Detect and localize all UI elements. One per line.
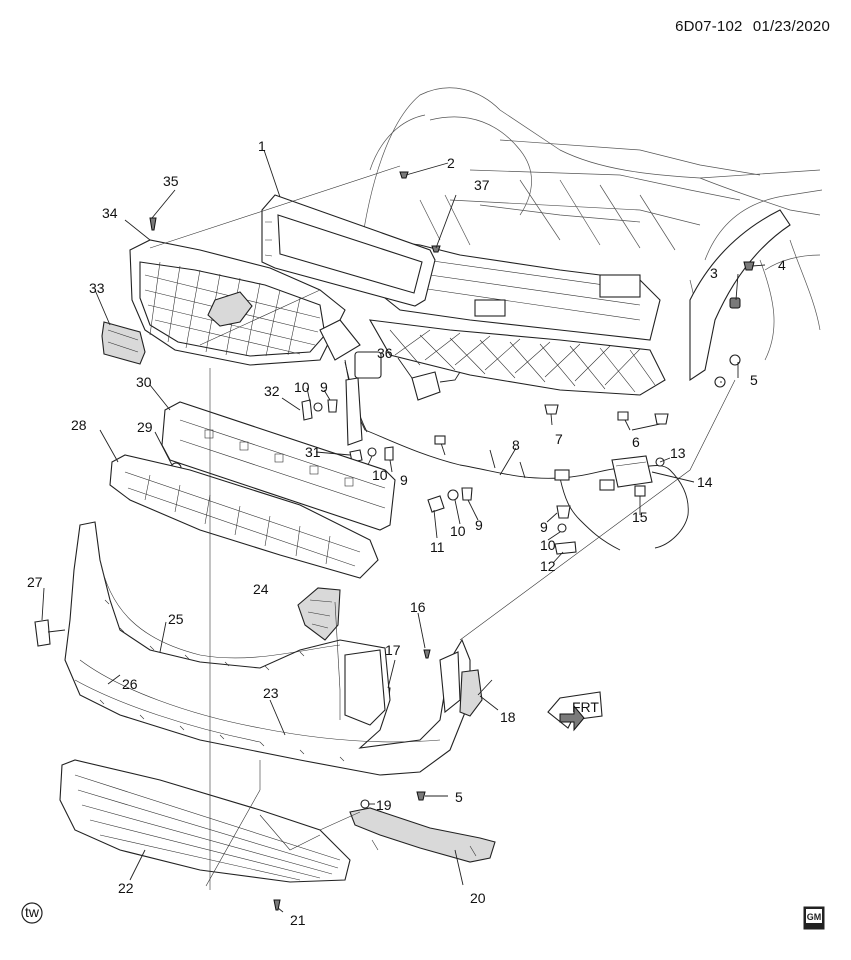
callout: 13 <box>670 445 686 461</box>
part-fog-lamp-bezel <box>297 587 341 641</box>
gm-logo-text: GM <box>807 912 822 922</box>
part-upper-grille-bracket <box>261 194 436 307</box>
callout: 23 <box>263 685 279 701</box>
part-radiator-grille <box>129 239 361 366</box>
part-wiring-harness <box>344 359 689 551</box>
callout: 16 <box>410 599 426 615</box>
callout: 35 <box>163 173 179 189</box>
part-control-module <box>611 455 653 488</box>
callout: 6 <box>632 434 640 450</box>
leader-lines <box>41 149 766 913</box>
callout: 9 <box>320 379 328 395</box>
callout: 9 <box>540 519 548 535</box>
callout: 14 <box>697 474 713 490</box>
callout: 24 <box>253 581 269 597</box>
diagram-code: 6D07-102 <box>675 18 743 35</box>
callout: 5 <box>455 789 463 805</box>
part-side-deflector <box>459 669 483 717</box>
callout: 27 <box>27 574 43 590</box>
callout: 18 <box>500 709 516 725</box>
callout: 15 <box>632 509 648 525</box>
tw-badge-text: tw <box>25 904 40 920</box>
callout: 28 <box>71 417 87 433</box>
callout: 37 <box>474 177 490 193</box>
callout: 2 <box>447 155 455 171</box>
callout: 10 <box>540 537 556 553</box>
direction-label: FRT <box>572 699 599 715</box>
callout: 5 <box>750 372 758 388</box>
callout: 17 <box>385 642 401 658</box>
callout: 30 <box>136 374 152 390</box>
callout: 21 <box>290 912 306 928</box>
front-direction-arrow: FRT <box>547 691 603 732</box>
part-emblem <box>101 321 146 365</box>
callout: 34 <box>102 205 118 221</box>
callout: 29 <box>137 419 153 435</box>
callout: 32 <box>264 383 280 399</box>
diagram-header: 6D07-102 01/23/2020 <box>675 18 830 35</box>
callout: 26 <box>122 676 138 692</box>
part-front-bumper-fascia <box>64 521 471 776</box>
callout: 31 <box>305 444 321 460</box>
callout: 20 <box>470 890 486 906</box>
callout: 33 <box>89 280 105 296</box>
diagram-date: 01/23/2020 <box>752 18 830 35</box>
part-lower-trim-strip <box>349 807 496 863</box>
callout: 7 <box>555 431 563 447</box>
callout-labels: 1 2 3 4 5 5 5 6 7 8 9 9 9 9 10 10 10 10 … <box>27 138 786 928</box>
construction-lines <box>149 165 736 890</box>
callout: 11 <box>430 539 445 555</box>
callout: 10 <box>450 523 466 539</box>
gm-logo: GM <box>803 906 825 930</box>
callout: 3 <box>710 265 718 281</box>
callout: 10 <box>294 379 310 395</box>
callout: 19 <box>376 797 392 813</box>
callout: 9 <box>475 517 483 533</box>
callout: 1 <box>258 138 266 154</box>
callout: 8 <box>512 437 520 453</box>
tw-badge: tw <box>21 902 43 924</box>
callout: 10 <box>372 467 388 483</box>
part-front-camera <box>354 351 461 401</box>
callout: 9 <box>400 472 408 488</box>
callout: 22 <box>118 880 134 896</box>
fasteners <box>34 171 755 911</box>
callout: 4 <box>778 257 786 273</box>
vehicle-body-outline <box>359 87 823 396</box>
callout: 25 <box>168 611 184 627</box>
part-lower-grille <box>59 759 351 883</box>
callout: 36 <box>377 345 393 361</box>
callout: 12 <box>540 558 556 574</box>
part-energy-absorber <box>109 454 379 579</box>
